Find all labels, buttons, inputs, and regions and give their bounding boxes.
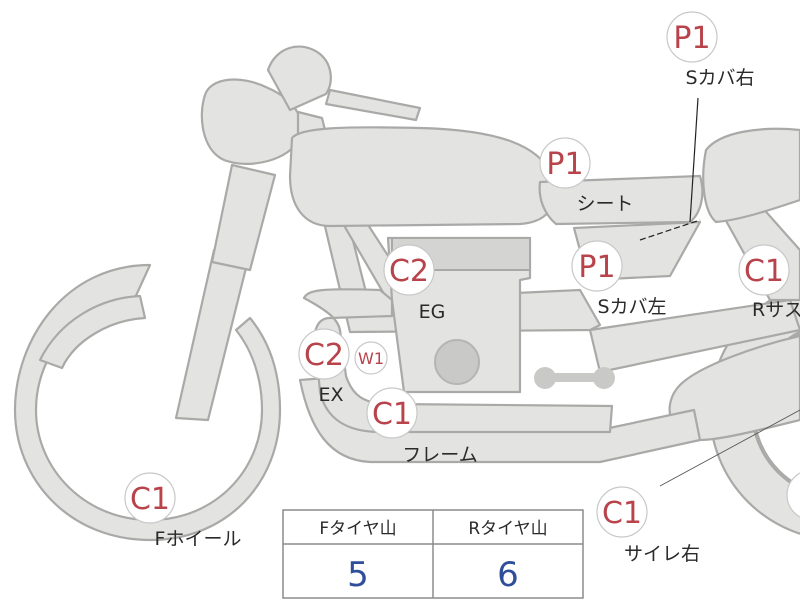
marker-c-partial: C	[786, 472, 800, 518]
marker-circle	[539, 137, 591, 189]
swingarm	[588, 298, 800, 374]
marker-circle	[738, 244, 790, 296]
marker-label: シート	[576, 193, 633, 215]
front-wheel	[13, 263, 282, 542]
marker-circle	[786, 472, 800, 518]
front-fork-upper	[210, 163, 277, 272]
marker-extra-code: W1	[358, 349, 384, 368]
footpeg	[534, 367, 615, 389]
marker-label: フレーム	[402, 444, 477, 466]
table-header-rear-tire: Rタイヤ山	[468, 519, 547, 539]
marker-p1-seat: P1 シート	[539, 137, 634, 215]
marker-label: Sカバ左	[597, 296, 666, 318]
marker-label: Fホイール	[155, 528, 242, 550]
fuel-tank	[288, 126, 556, 228]
handlebar	[324, 88, 422, 122]
engine-case-cover	[434, 339, 480, 385]
table-header-front-tire: Fタイヤ山	[319, 519, 396, 539]
tire-table: Fタイヤ山 Rタイヤ山 5 6	[282, 509, 584, 599]
marker-circle	[571, 240, 623, 292]
marker-extra-circle	[354, 341, 388, 375]
leader-s-cover-right	[689, 97, 699, 223]
marker-code: C2	[389, 254, 429, 289]
marker-circle	[366, 387, 418, 439]
marker-code: C1	[130, 482, 170, 517]
windscreen	[266, 45, 332, 112]
marker-circle	[298, 328, 350, 380]
marker-code: P1	[546, 147, 583, 182]
table-value-front-tire: 5	[347, 555, 369, 595]
marker-code: C1	[602, 496, 642, 531]
marker-circle	[666, 11, 718, 63]
marker-code: P1	[673, 21, 710, 56]
marker-c1-side-right: C1 サイレ右	[596, 486, 700, 565]
marker-circle	[124, 472, 176, 524]
marker-circle	[383, 244, 435, 296]
marker-label: EX	[318, 384, 343, 406]
marker-code: P1	[578, 250, 615, 285]
leader-seat	[639, 219, 701, 241]
marker-label: Rサス	[752, 299, 800, 321]
marker-label: サイレ右	[624, 543, 700, 565]
leader-side-right	[659, 409, 800, 487]
tail	[702, 127, 800, 224]
marker-code: C2	[304, 338, 344, 373]
marker-code: C1	[744, 254, 784, 289]
motorcycle-illustration	[13, 45, 800, 542]
marker-c1-frame: C1 フレーム	[366, 387, 478, 466]
marker-code: C1	[372, 397, 412, 432]
marker-label: EG	[419, 301, 446, 323]
table-value-rear-tire: 6	[497, 555, 519, 595]
marker-circle	[596, 486, 648, 538]
marker-label: Sカバ右	[685, 67, 754, 89]
